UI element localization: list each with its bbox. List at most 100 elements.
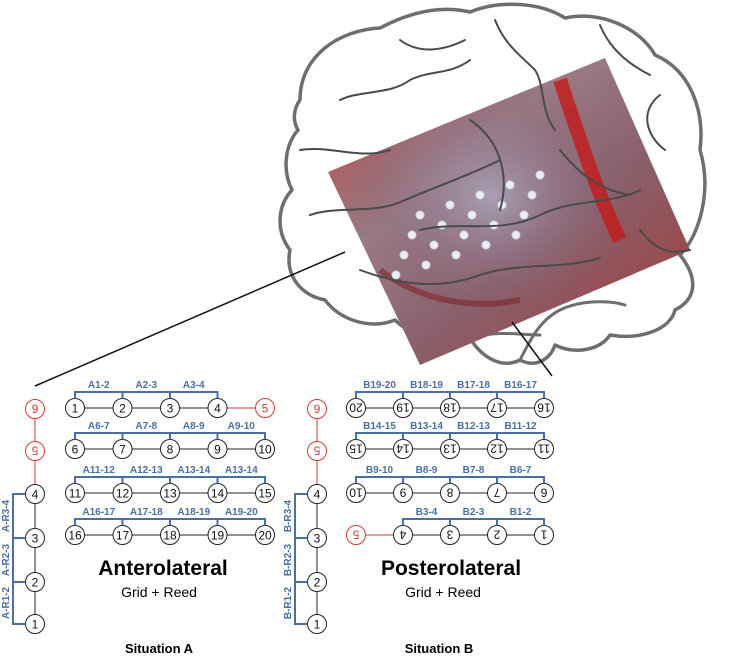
electrode-contact: 16 — [65, 525, 85, 545]
electrode-contact: 7 — [487, 483, 507, 503]
pair-label: A-R1-2 — [1, 586, 12, 619]
photo-electrode-dot — [451, 250, 461, 260]
bipolar-pair: B2-3 — [449, 507, 498, 526]
reed-pair: B-R2-3 — [283, 537, 308, 583]
electrode-number: 3 — [446, 528, 453, 542]
electrode-number: 1 — [540, 528, 547, 542]
electrode-contact: 4 — [207, 398, 228, 418]
electrode-contact: 16 — [534, 398, 554, 418]
electrode-number: 3 — [314, 532, 321, 546]
electrode-contact: 8 — [440, 483, 460, 503]
pair-label: B2-3 — [463, 507, 485, 518]
electrode-contact: 15 — [346, 439, 366, 459]
electrode-number: 3 — [167, 402, 174, 416]
pair-label: A8-9 — [183, 421, 205, 432]
electrode-number: 5 — [313, 444, 320, 458]
electrode-number: 2 — [493, 528, 500, 542]
photo-electrode-dot — [415, 210, 425, 220]
electrode-contact: 14 — [207, 483, 228, 503]
electrode-contact: 18 — [440, 398, 460, 418]
electrode-number: 6 — [72, 443, 79, 457]
electrode-contact: 1 — [65, 398, 85, 418]
bipolar-pair: A8-9 — [169, 421, 219, 440]
photo-electrode-dot — [391, 270, 401, 280]
pair-label: B12-13 — [457, 421, 490, 432]
electrode-number: 18 — [443, 401, 457, 415]
electrode-contact: 4 — [393, 525, 413, 545]
pair-label: A18-19 — [177, 507, 210, 518]
electrode-contact: 1 — [534, 525, 554, 545]
pair-label: A13-14 — [177, 465, 210, 476]
electrode-contact: 13 — [160, 483, 180, 503]
bipolar-pair: B6-7 — [496, 465, 545, 484]
electrode-number: 17 — [490, 401, 504, 415]
leader-line-b — [511, 321, 553, 377]
electrode-number: 14 — [396, 442, 410, 456]
pair-label: A19-20 — [225, 507, 258, 518]
bipolar-pair: B1-2 — [496, 507, 545, 526]
pair-label: A-R2-3 — [1, 543, 12, 576]
electrode-number: 2 — [314, 576, 321, 590]
bipolar-pair: A18-19 — [169, 507, 219, 526]
bipolar-pair: A2-3 — [121, 380, 171, 399]
photo-electrode-dot — [527, 190, 537, 200]
reed-pair: B-R3-4 — [283, 493, 308, 539]
bipolar-pair: A7-8 — [121, 421, 171, 440]
electrode-contact: 3 — [160, 398, 180, 418]
photo-electrode-dot — [421, 260, 431, 270]
leader-line-a — [34, 251, 346, 387]
photo-electrode-dot — [519, 210, 529, 220]
electrode-contacts-photo — [391, 170, 545, 280]
electrode-contact: 4 — [307, 484, 327, 504]
photo-electrode-dot — [475, 190, 485, 200]
pair-label: B18-19 — [410, 380, 443, 391]
pair-label: A9-10 — [228, 421, 256, 432]
electrode-number: 4 — [314, 488, 321, 502]
situation-a-title: Anterolateral — [98, 557, 228, 580]
electrode-contact: 9 — [207, 439, 228, 459]
electrode-contact: 13 — [440, 439, 460, 459]
pair-label: B-R1-2 — [283, 586, 294, 619]
photo-electrode-dot — [429, 240, 439, 250]
pair-label: B3-4 — [416, 507, 438, 518]
electrode-number: 4 — [399, 528, 406, 542]
bipolar-pair: A13-14 — [169, 465, 219, 484]
electrode-number: 5 — [31, 444, 38, 458]
electrode-contact: 20 — [255, 525, 275, 545]
photo-electrode-dot — [511, 230, 521, 240]
pair-label: A16-17 — [82, 507, 115, 518]
pair-label: B17-18 — [457, 380, 490, 391]
electrode-number: 14 — [211, 487, 225, 501]
photo-electrode-dot — [445, 200, 455, 210]
photo-electrode-dot — [481, 240, 491, 250]
bipolar-pair: B17-18 — [449, 380, 498, 399]
photo-electrode-dot — [505, 180, 515, 190]
bipolar-pair: A3-4 — [169, 380, 219, 399]
situation-b-subtitle: Grid + Reed — [405, 584, 481, 600]
electrode-contact: 14 — [393, 439, 413, 459]
situation-b-caption: Situation B — [405, 641, 474, 656]
situation-b-title: Posterolateral — [381, 557, 521, 580]
electrode-number: 12 — [490, 442, 504, 456]
electrode-contact: 2 — [307, 572, 327, 592]
bipolar-pair: B9-10 — [355, 465, 404, 484]
electrode-contact: 5 — [255, 398, 275, 418]
pair-label: A-R3-4 — [1, 499, 12, 532]
electrode-contact: 20 — [346, 398, 366, 418]
bipolar-pair: B8-9 — [402, 465, 451, 484]
bipolar-pair: B7-8 — [449, 465, 498, 484]
pair-label: B19-20 — [363, 380, 396, 391]
bipolar-pair: A16-17 — [74, 507, 124, 526]
pair-label: B14-15 — [363, 421, 396, 432]
electrode-contact: 3 — [307, 528, 327, 548]
electrode-number: 15 — [349, 442, 363, 456]
surgical-photo — [328, 58, 690, 365]
electrode-contact: 6 — [307, 399, 327, 419]
pair-label: A17-18 — [130, 507, 163, 518]
electrode-contact: 2 — [487, 525, 507, 545]
electrode-number: 20 — [349, 401, 363, 415]
electrode-contact: 11 — [65, 483, 85, 503]
